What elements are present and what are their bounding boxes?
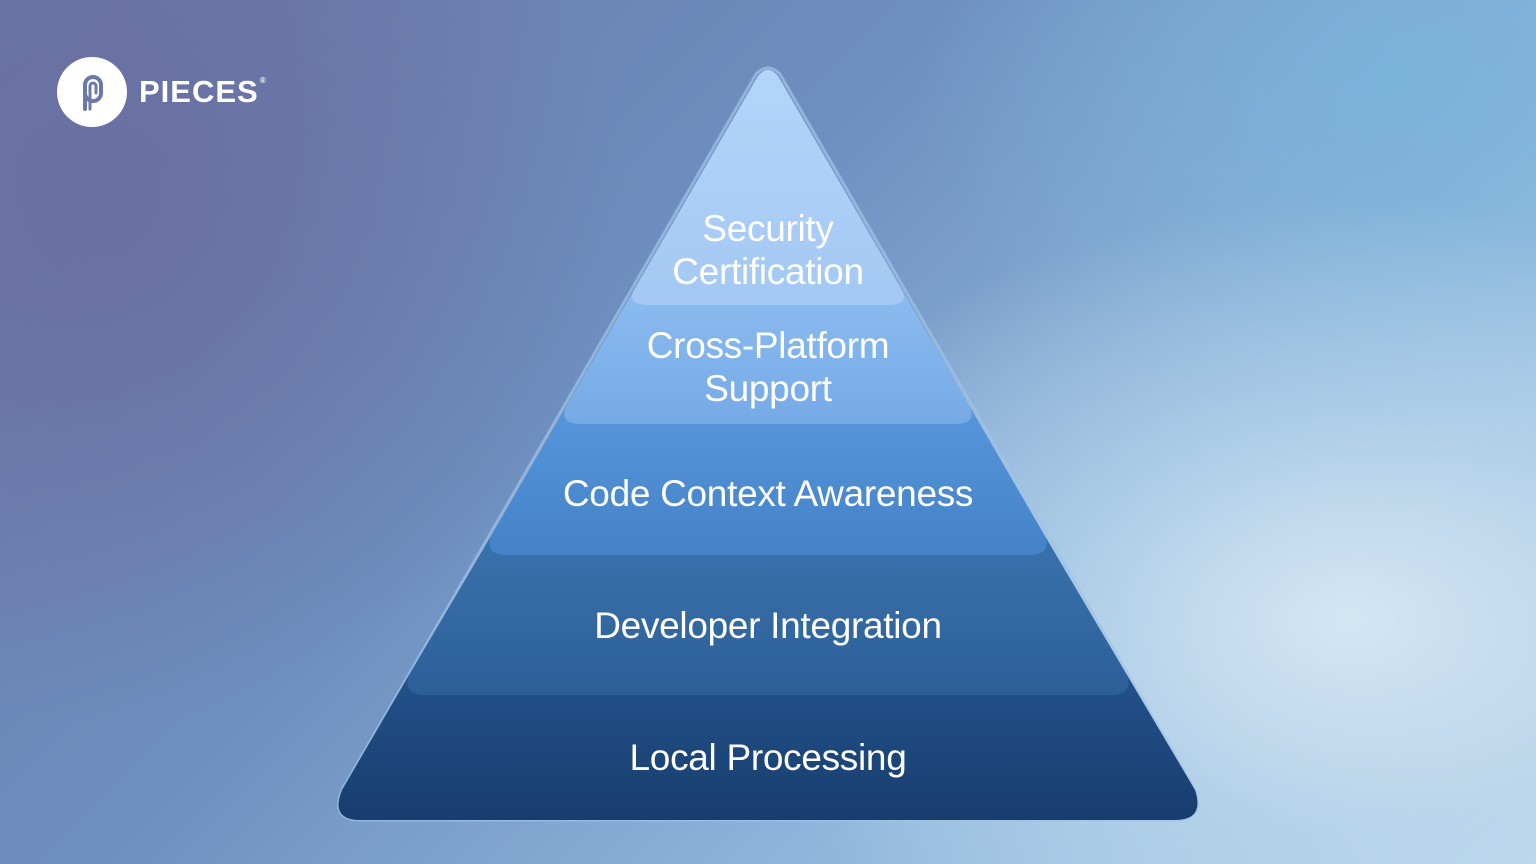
tier-3-line-1: Code Context Awareness <box>562 473 974 514</box>
registered-mark: ® <box>259 76 267 85</box>
brand-logo: PIECES® <box>57 57 266 127</box>
brand-name-text: PIECES <box>139 74 259 109</box>
tier-3-label: Code Context Awareness <box>468 472 1068 515</box>
brand-name: PIECES® <box>139 74 266 110</box>
tier-4-line-1: Developer Integration <box>594 605 942 646</box>
pieces-logo-icon <box>57 57 127 127</box>
tier-4-label: Developer Integration <box>468 604 1068 647</box>
tier-code-context-awareness <box>489 407 1047 555</box>
tier-2-line-2: Support <box>704 368 832 409</box>
tier-2-line-1: Cross-Platform <box>646 325 890 366</box>
tier-local-processing <box>338 675 1198 820</box>
tier-5-label: Local Processing <box>468 736 1068 779</box>
tier-cross-platform-support <box>564 290 972 424</box>
tier-2-label: Cross-Platform Support <box>468 324 1068 410</box>
tier-1-label: Security Certification <box>468 207 1068 293</box>
tier-developer-integration <box>407 536 1129 695</box>
tier-1-line-1: Security <box>702 208 834 249</box>
tier-security-certification <box>632 70 904 305</box>
tier-1-line-2: Certification <box>672 251 864 292</box>
tier-5-line-1: Local Processing <box>629 737 907 778</box>
